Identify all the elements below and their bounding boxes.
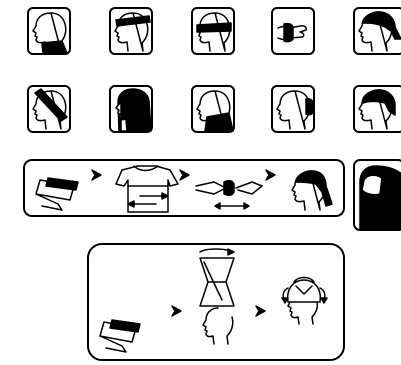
chevron-arrow bbox=[256, 306, 265, 316]
panel-neck-gaiter bbox=[28, 8, 70, 54]
chevron-arrow bbox=[180, 170, 189, 180]
panel-hairband bbox=[28, 86, 70, 132]
step-result-head bbox=[292, 171, 332, 210]
panel-eye-mask bbox=[192, 8, 234, 54]
chevron-arrow bbox=[172, 306, 181, 316]
step-twist bbox=[196, 181, 262, 209]
step-folded-tube bbox=[36, 178, 78, 210]
panel-wristband bbox=[272, 8, 314, 54]
chevron-arrow bbox=[266, 170, 275, 180]
sequence-tie-bandana bbox=[24, 160, 344, 216]
step-folded-tube-2 bbox=[100, 320, 140, 352]
step-fold-shirt bbox=[116, 166, 178, 212]
panel-balaclava bbox=[354, 160, 401, 230]
panel-scarf bbox=[192, 86, 234, 132]
panel-pirate-scarf bbox=[354, 8, 401, 54]
panel-headband bbox=[110, 8, 152, 54]
chevron-arrow bbox=[92, 170, 101, 180]
step-twist-over-head bbox=[200, 249, 234, 344]
panel-bandana bbox=[354, 86, 401, 132]
panel-hood bbox=[110, 86, 152, 132]
step-result-cap bbox=[282, 278, 327, 325]
panel-ponytail-holder bbox=[272, 86, 314, 132]
sequence-beanie-cap bbox=[88, 244, 344, 360]
